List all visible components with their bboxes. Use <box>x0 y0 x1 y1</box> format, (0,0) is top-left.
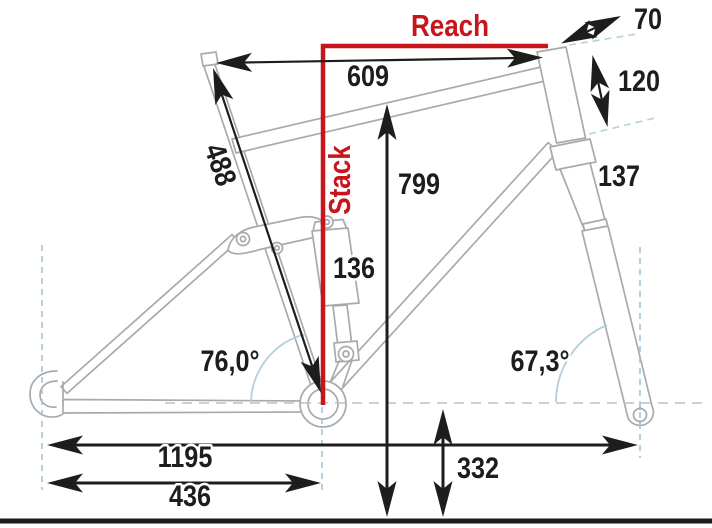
head-tube-length-label: 120 <box>618 64 660 98</box>
dim-seat-tube <box>203 65 331 396</box>
dim-stem <box>557 7 625 53</box>
seat-angle-arc <box>250 333 307 404</box>
rear-dropout-outer <box>29 370 65 418</box>
reach-stack-line <box>320 43 548 405</box>
bb-height-label: 332 <box>457 451 499 485</box>
top-tube-label: 609 <box>347 59 389 93</box>
dimension-lines <box>0 7 712 524</box>
dim-wheelbase <box>47 435 638 455</box>
head-tube <box>536 46 587 144</box>
stack-label: Stack <box>323 145 358 215</box>
head-angle-label: 67,3° <box>510 344 569 378</box>
dim-chainstay <box>47 473 321 493</box>
dim-top-tube <box>215 48 544 73</box>
dim-bb-height <box>433 409 453 517</box>
stem-length-label: 70 <box>634 2 662 36</box>
shock-top-eyelet-axle <box>323 218 331 226</box>
seatpost-cap <box>200 51 219 67</box>
fork-crown <box>549 138 597 171</box>
rocker-pivot-front-axle <box>239 235 247 243</box>
rocker-pivot-rear-axle <box>273 244 281 252</box>
seat-angle-label: 76,0° <box>200 344 259 378</box>
head-tube-bottom-extension-dashed <box>588 117 656 135</box>
ground-line <box>0 518 712 524</box>
dim-head-tube <box>583 53 617 129</box>
standover-label: 799 <box>398 167 440 201</box>
head-angle-arc <box>555 324 608 403</box>
fork-lower-leg <box>581 225 655 427</box>
shock-link-bars <box>329 359 353 387</box>
shock-length-label: 136 <box>333 251 375 285</box>
reach-label: Reach <box>411 9 489 44</box>
wheelbase-label: 1195 <box>158 440 213 474</box>
labels: Reach Stack 70 120 137 609 799 488 136 7… <box>155 0 664 515</box>
fork-head-label: 137 <box>598 159 640 193</box>
shock-bottom-eyelet-axle <box>342 350 350 358</box>
reference-lines <box>41 33 705 492</box>
chainstay-label: 436 <box>169 479 211 513</box>
chainstay-tube <box>62 398 306 414</box>
dim-standover <box>377 104 397 517</box>
shock-rod <box>332 304 353 348</box>
rear-dropout-inner <box>39 380 58 408</box>
